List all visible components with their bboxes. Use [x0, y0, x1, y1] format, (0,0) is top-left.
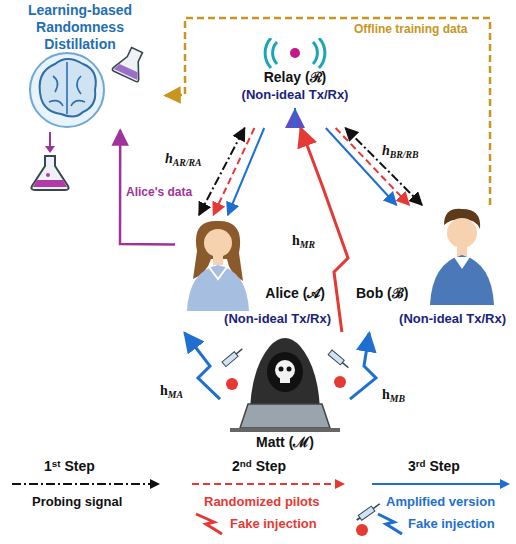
connector — [165, 18, 490, 205]
connector — [228, 128, 264, 215]
node-title: Relay (ℛ) — [225, 69, 365, 86]
step-header: 1st Step — [44, 458, 95, 475]
channel-label: hMR — [290, 232, 317, 251]
connector — [345, 128, 422, 205]
node-subtitle: (Non-ideal Tx/Rx) — [225, 87, 365, 103]
channel-label: hMB — [380, 386, 407, 405]
node-title: Learning-based Randomness Distillation — [5, 2, 155, 52]
node-title: Alice (𝒜) — [253, 285, 325, 302]
legend-samples — [12, 479, 510, 536]
legend-text: Amplified version — [386, 494, 495, 510]
connector — [185, 333, 220, 399]
step-header: 2nd Step — [232, 458, 286, 475]
node-subtitle: (Non-ideal Tx/Rx) — [175, 311, 331, 327]
edge-label: Offline training data — [352, 22, 469, 36]
node-title: Bob (ℬ) — [356, 285, 426, 302]
connector — [326, 128, 397, 205]
connector — [336, 128, 410, 205]
step-header: 3rd Step — [408, 458, 460, 475]
matt-node: Matt (ℳ) — [220, 332, 350, 454]
channel-label: hAR/RA — [163, 150, 204, 169]
channel-label: hMA — [158, 382, 185, 401]
learning-block: Learning-based Randomness Distillation — [5, 2, 165, 130]
channel-label: hBR/RB — [380, 142, 421, 161]
legend-text: Probing signal — [32, 494, 122, 510]
edge-label: Alice's data — [124, 185, 194, 199]
legend-text: Randomized pilots — [204, 494, 320, 510]
legend-text: Fake injection — [230, 516, 317, 532]
flask-icon — [31, 132, 68, 190]
bob-node: Bob (ℬ) (Non-ideal Tx/Rx) — [350, 205, 510, 333]
legend-text: Fake injection — [408, 516, 495, 532]
node-title: Matt (ℳ) — [220, 434, 350, 451]
node-subtitle: (Non-ideal Tx/Rx) — [350, 311, 506, 327]
connector — [199, 128, 245, 215]
connector — [350, 333, 376, 399]
relay-node: Relay (ℛ)(Non-ideal Tx/Rx) — [225, 38, 365, 128]
connector — [301, 128, 348, 332]
